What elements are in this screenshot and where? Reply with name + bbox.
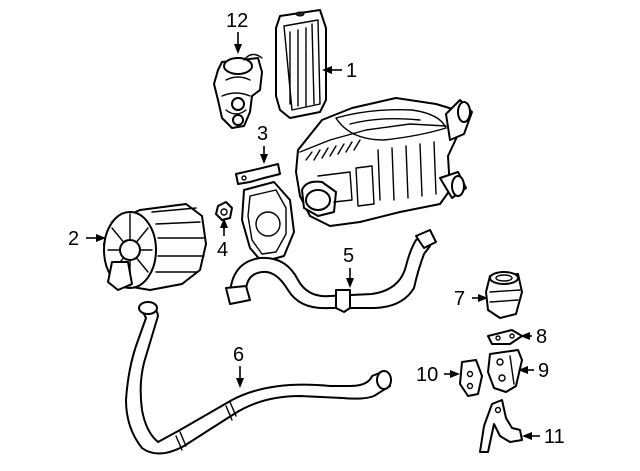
part-12-valve-assembly <box>213 53 263 129</box>
part-5-hose <box>225 229 437 313</box>
callout-6: 6 <box>233 344 244 366</box>
part-6-pipe <box>125 301 392 455</box>
callout-3: 3 <box>257 123 268 145</box>
callout-1: 1 <box>346 60 357 82</box>
part-11-mount-bracket <box>479 399 523 453</box>
callout-12: 12 <box>226 10 248 32</box>
leader-lines <box>86 32 540 440</box>
callout-7: 7 <box>454 288 465 310</box>
part-1-filter-cover <box>275 9 327 119</box>
intake-manifold-housing <box>295 97 473 227</box>
callout-labels: 1 2 3 4 5 6 7 8 9 10 11 12 <box>68 10 565 448</box>
callout-5: 5 <box>343 245 354 267</box>
callout-11: 11 <box>544 426 565 448</box>
part-10-bracket <box>459 359 483 397</box>
part-4-nut <box>215 201 233 221</box>
callout-4: 4 <box>217 239 228 261</box>
part-7-connector <box>485 271 523 319</box>
callout-2: 2 <box>68 228 79 250</box>
part-2-air-pump <box>103 203 207 291</box>
callout-10: 10 <box>416 364 438 386</box>
part-9-flange <box>487 349 523 393</box>
callout-8: 8 <box>536 326 547 348</box>
part-3-bracket <box>235 163 295 263</box>
callout-9: 9 <box>538 360 549 382</box>
part-8-gasket <box>487 329 523 345</box>
